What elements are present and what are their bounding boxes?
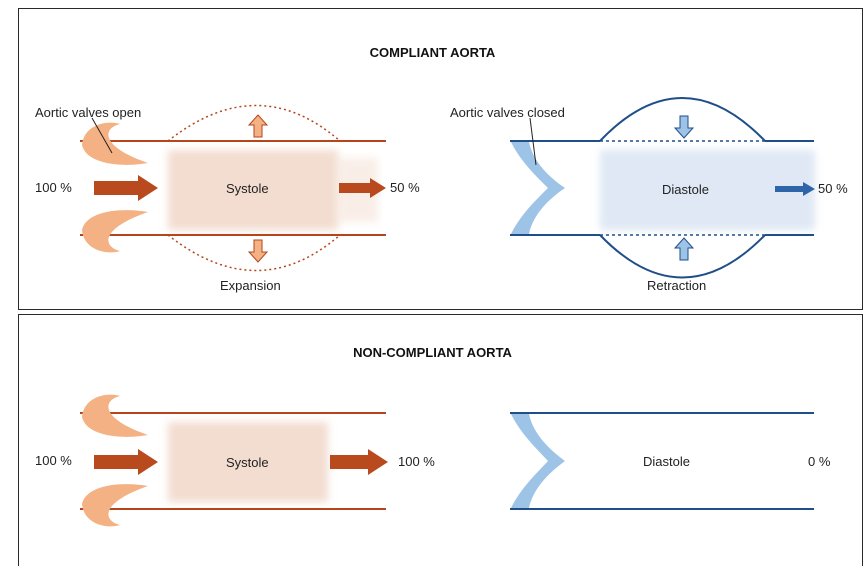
diastole-outflow-label: 50 % (818, 181, 848, 196)
systole-outflow-arrow (339, 178, 386, 198)
retraction-up-arrow (673, 237, 695, 261)
systole-outflow-label: 50 % (390, 180, 420, 195)
retraction-upper-arc (599, 97, 766, 142)
noncompliant-title: NON-COMPLIANT AORTA (353, 345, 512, 360)
expansion-label: Expansion (220, 278, 281, 293)
open-valve-lower (82, 210, 148, 253)
nc-diastole-outflow-label: 0 % (808, 454, 831, 469)
nc-systole-outflow-arrow (330, 449, 388, 475)
nc-systole-blood-region (168, 422, 328, 502)
expansion-lower-arc (167, 234, 341, 272)
diastole-label: Diastole (662, 182, 709, 197)
expansion-down-arrow (247, 239, 269, 263)
systole-label: Systole (226, 181, 269, 196)
compliant-title: COMPLIANT AORTA (369, 45, 496, 60)
nc-systole-label: Systole (226, 455, 269, 470)
closed-valve (511, 142, 565, 234)
diastole-outflow-arrow (775, 182, 815, 196)
nc-open-valve-lower (82, 484, 148, 527)
valves-open-pointer (91, 117, 113, 154)
systole-inflow-label: 100 % (35, 180, 72, 195)
nc-diastole-label: Diastole (643, 454, 690, 469)
systole-inflow-arrow (94, 175, 158, 201)
open-valve-upper (82, 122, 148, 165)
valves-closed-label: Aortic valves closed (450, 105, 565, 120)
nc-systole-inflow-label: 100 % (35, 453, 72, 468)
nc-systole-outflow-label: 100 % (398, 454, 435, 469)
nc-closed-valve (511, 414, 565, 508)
retraction-down-arrow (673, 115, 695, 139)
expansion-up-arrow (247, 114, 269, 138)
expansion-upper-arc (167, 104, 341, 142)
valves-closed-pointer (529, 117, 537, 166)
retraction-lower-arc (599, 234, 766, 279)
noncompliant-aorta-panel (18, 314, 863, 566)
nc-systole-inflow-arrow (94, 449, 158, 475)
nc-open-valve-upper (82, 394, 148, 437)
valves-open-label: Aortic valves open (35, 105, 142, 120)
systole-blood-region (168, 150, 338, 230)
retraction-label: Retraction (647, 278, 707, 293)
